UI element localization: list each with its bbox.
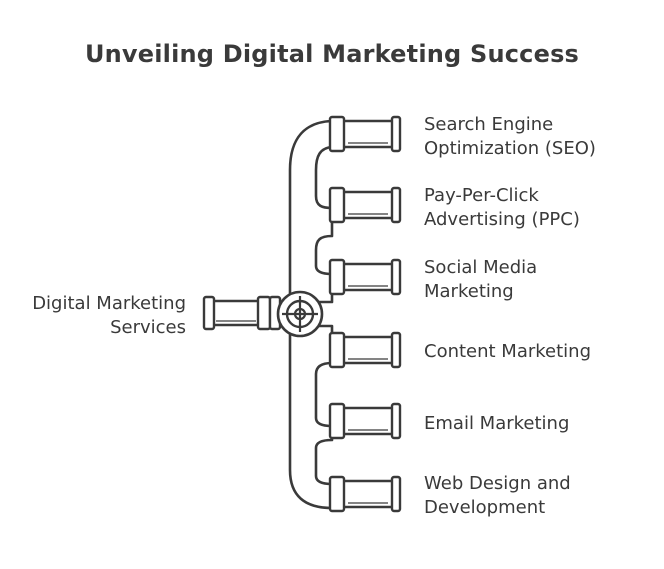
branch-label-line2: Optimization (SEO)	[424, 138, 596, 159]
branch-label-ppc: Pay-Per-Click Advertising (PPC)	[424, 184, 580, 232]
branch-pipe-social	[328, 258, 402, 296]
branch-label-line2: Development	[424, 497, 546, 518]
branch-label-line1: Web Design and	[424, 473, 571, 494]
source-label-line1: Digital Marketing	[32, 293, 186, 314]
branch-label-seo: Search Engine Optimization (SEO)	[424, 113, 596, 161]
branch-label-line2: Advertising (PPC)	[424, 209, 580, 230]
source-label-line2: Services	[110, 317, 186, 338]
branch-label-line2: Marketing	[424, 281, 514, 302]
branch-pipe-seo	[328, 115, 402, 153]
branch-pipe-web	[328, 475, 402, 513]
branch-label-line1: Search Engine	[424, 114, 554, 135]
valve-icon	[276, 290, 324, 338]
branch-label-line1: Pay-Per-Click	[424, 185, 539, 206]
branch-pipe-ppc	[328, 186, 402, 224]
branch-label-line1: Email Marketing	[424, 413, 570, 434]
branch-pipe-email	[328, 402, 402, 440]
branch-label-social: Social Media Marketing	[424, 256, 537, 304]
branch-label-line1: Social Media	[424, 257, 538, 278]
branch-label-web: Web Design and Development	[424, 472, 571, 520]
branch-label-line1: Content Marketing	[424, 341, 592, 362]
diagram-title: Unveiling Digital Marketing Success	[84, 40, 580, 68]
branch-label-email: Email Marketing	[424, 412, 569, 436]
source-pipe	[202, 295, 282, 331]
branch-label-content: Content Marketing	[424, 340, 591, 364]
source-label: Digital Marketing Services	[10, 292, 186, 340]
branch-pipe-content	[328, 331, 402, 369]
